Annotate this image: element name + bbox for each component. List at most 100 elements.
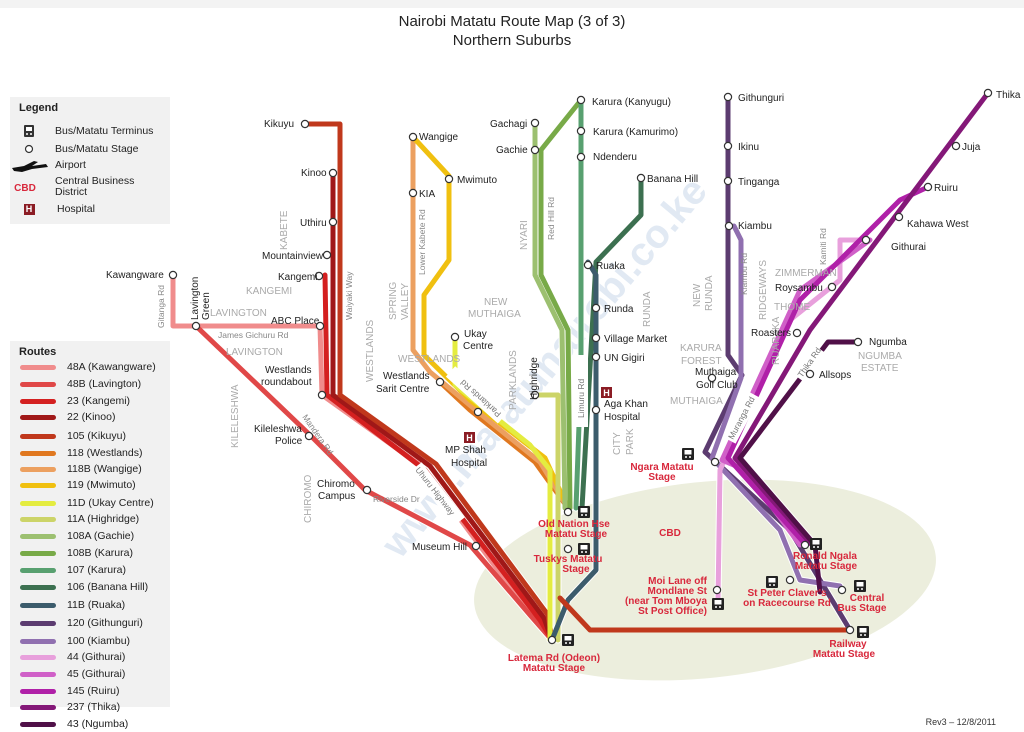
stage-marker[interactable] [300, 119, 310, 129]
label-kileleshwa-1[interactable]: Kileleshwa [254, 424, 302, 435]
bus-terminus-icon[interactable] [766, 576, 778, 588]
label-ukay-2[interactable]: Centre [463, 341, 493, 352]
route-line[interactable] [557, 595, 853, 633]
stage-marker[interactable] [191, 321, 201, 331]
stage-marker[interactable] [408, 188, 418, 198]
label-central-1[interactable]: Central [850, 593, 885, 604]
stage-marker[interactable] [800, 540, 810, 550]
label-roysambu[interactable]: Roysambu [775, 283, 823, 294]
stage-marker[interactable] [591, 333, 601, 343]
label-sarit-1[interactable]: Westlands [383, 371, 430, 382]
label-latema-2[interactable]: Matatu Stage [523, 663, 586, 674]
stage-marker[interactable] [636, 173, 646, 183]
label-ndenderu[interactable]: Ndenderu [593, 152, 637, 163]
stage-marker[interactable] [827, 282, 837, 292]
stage-marker[interactable] [563, 507, 573, 517]
label-lavington-green-1[interactable]: Lavington [190, 277, 201, 320]
label-githurai[interactable]: Githurai [891, 242, 926, 253]
stage-marker[interactable] [444, 174, 454, 184]
route-line[interactable] [709, 223, 843, 589]
route-line[interactable] [579, 175, 644, 511]
route-line[interactable] [410, 134, 571, 511]
label-roasters[interactable]: Roasters [751, 328, 791, 339]
label-gachagi[interactable]: Gachagi [490, 119, 527, 130]
label-old-nation-1[interactable]: Old Nation Hse [538, 519, 610, 530]
route-line[interactable] [715, 237, 868, 603]
label-ukay-1[interactable]: Ukay [464, 329, 487, 340]
stage-marker[interactable] [576, 95, 586, 105]
stage-marker[interactable] [837, 585, 847, 595]
route-line[interactable] [330, 170, 555, 643]
stage-marker[interactable] [530, 145, 540, 155]
stage-marker[interactable] [805, 369, 815, 379]
stage-marker[interactable] [576, 126, 586, 136]
stage-marker[interactable] [530, 118, 540, 128]
label-moi-2[interactable]: Mondlane St [648, 586, 708, 597]
label-latema-1[interactable]: Latema Rd (Odeon) [508, 653, 600, 664]
stage-marker[interactable] [861, 235, 871, 245]
label-old-nation-2[interactable]: Matatu Stage [545, 529, 608, 540]
label-ronald-2[interactable]: Matatu Stage [795, 561, 858, 572]
label-railway-2[interactable]: Matatu Stage [813, 649, 876, 660]
label-kawangware[interactable]: Kawangware [106, 270, 164, 281]
label-stpeter-1[interactable]: St Peter Claver's [747, 588, 827, 599]
stage-marker[interactable] [583, 260, 593, 270]
stage-marker[interactable] [951, 141, 961, 151]
bus-terminus-icon[interactable] [854, 580, 866, 592]
bus-terminus-icon[interactable] [712, 598, 724, 610]
label-mwimuto[interactable]: Mwimuto [457, 175, 497, 186]
label-gachie[interactable]: Gachie [496, 145, 528, 156]
label-un-gigiri[interactable]: UN Gigiri [604, 353, 645, 364]
label-ikinu[interactable]: Ikinu [738, 142, 759, 153]
stage-marker[interactable] [923, 182, 933, 192]
route-line[interactable] [538, 97, 584, 511]
label-ngara-2[interactable]: Stage [648, 472, 676, 483]
label-wangige[interactable]: Wangige [419, 132, 459, 143]
stage-marker[interactable] [304, 431, 314, 441]
label-kangemi[interactable]: Kangemi [278, 272, 317, 283]
label-tinganga[interactable]: Tinganga [738, 177, 780, 188]
stage-marker[interactable] [362, 485, 372, 495]
stage-marker[interactable] [328, 217, 338, 227]
stage-marker[interactable] [591, 405, 601, 415]
label-githunguri[interactable]: Githunguri [738, 93, 784, 104]
stage-marker[interactable] [576, 152, 586, 162]
label-kiambu[interactable]: Kiambu [738, 221, 772, 232]
label-runda[interactable]: Runda [604, 304, 634, 315]
label-abc-place[interactable]: ABC Place [271, 316, 320, 327]
label-juja[interactable]: Juja [962, 142, 981, 153]
stage-marker[interactable] [894, 212, 904, 222]
label-agakhan-2[interactable]: Hospital [604, 412, 640, 423]
label-moi-1[interactable]: Moi Lane off [648, 576, 708, 587]
label-railway-1[interactable]: Railway [829, 639, 867, 650]
bus-terminus-icon[interactable] [562, 634, 574, 646]
label-kinoo[interactable]: Kinoo [301, 168, 327, 179]
route-line[interactable] [193, 323, 555, 643]
bus-terminus-icon[interactable] [578, 543, 590, 555]
label-ruaka[interactable]: Ruaka [596, 261, 625, 272]
stage-marker[interactable] [983, 88, 993, 98]
label-lavington-green-2[interactable]: Green [201, 292, 212, 320]
route-line[interactable] [532, 120, 568, 511]
label-kanyugu[interactable]: Karura (Kanyugu) [592, 97, 671, 108]
stage-marker[interactable] [317, 390, 327, 400]
label-kahawa-west[interactable]: Kahawa West [907, 219, 969, 230]
stage-marker[interactable] [792, 328, 802, 338]
bus-terminus-icon[interactable] [578, 506, 590, 518]
stage-marker[interactable] [723, 176, 733, 186]
label-chiromo-2[interactable]: Campus [318, 491, 355, 502]
label-mpshah-2[interactable]: Hospital [451, 458, 487, 469]
stage-marker[interactable] [853, 337, 863, 347]
stage-marker[interactable] [408, 132, 418, 142]
stage-marker[interactable] [471, 541, 481, 551]
label-mountainview[interactable]: Mountainview [262, 251, 324, 262]
label-moi-4[interactable]: St Post Office) [638, 606, 707, 617]
label-thika[interactable]: Thika [996, 90, 1021, 101]
stage-marker[interactable] [530, 390, 540, 400]
stage-marker[interactable] [435, 377, 445, 387]
label-uthiru[interactable]: Uthiru [300, 218, 327, 229]
route-line[interactable] [532, 392, 561, 643]
stage-marker[interactable] [723, 92, 733, 102]
label-ruiru[interactable]: Ruiru [934, 183, 958, 194]
label-allsops[interactable]: Allsops [819, 370, 851, 381]
